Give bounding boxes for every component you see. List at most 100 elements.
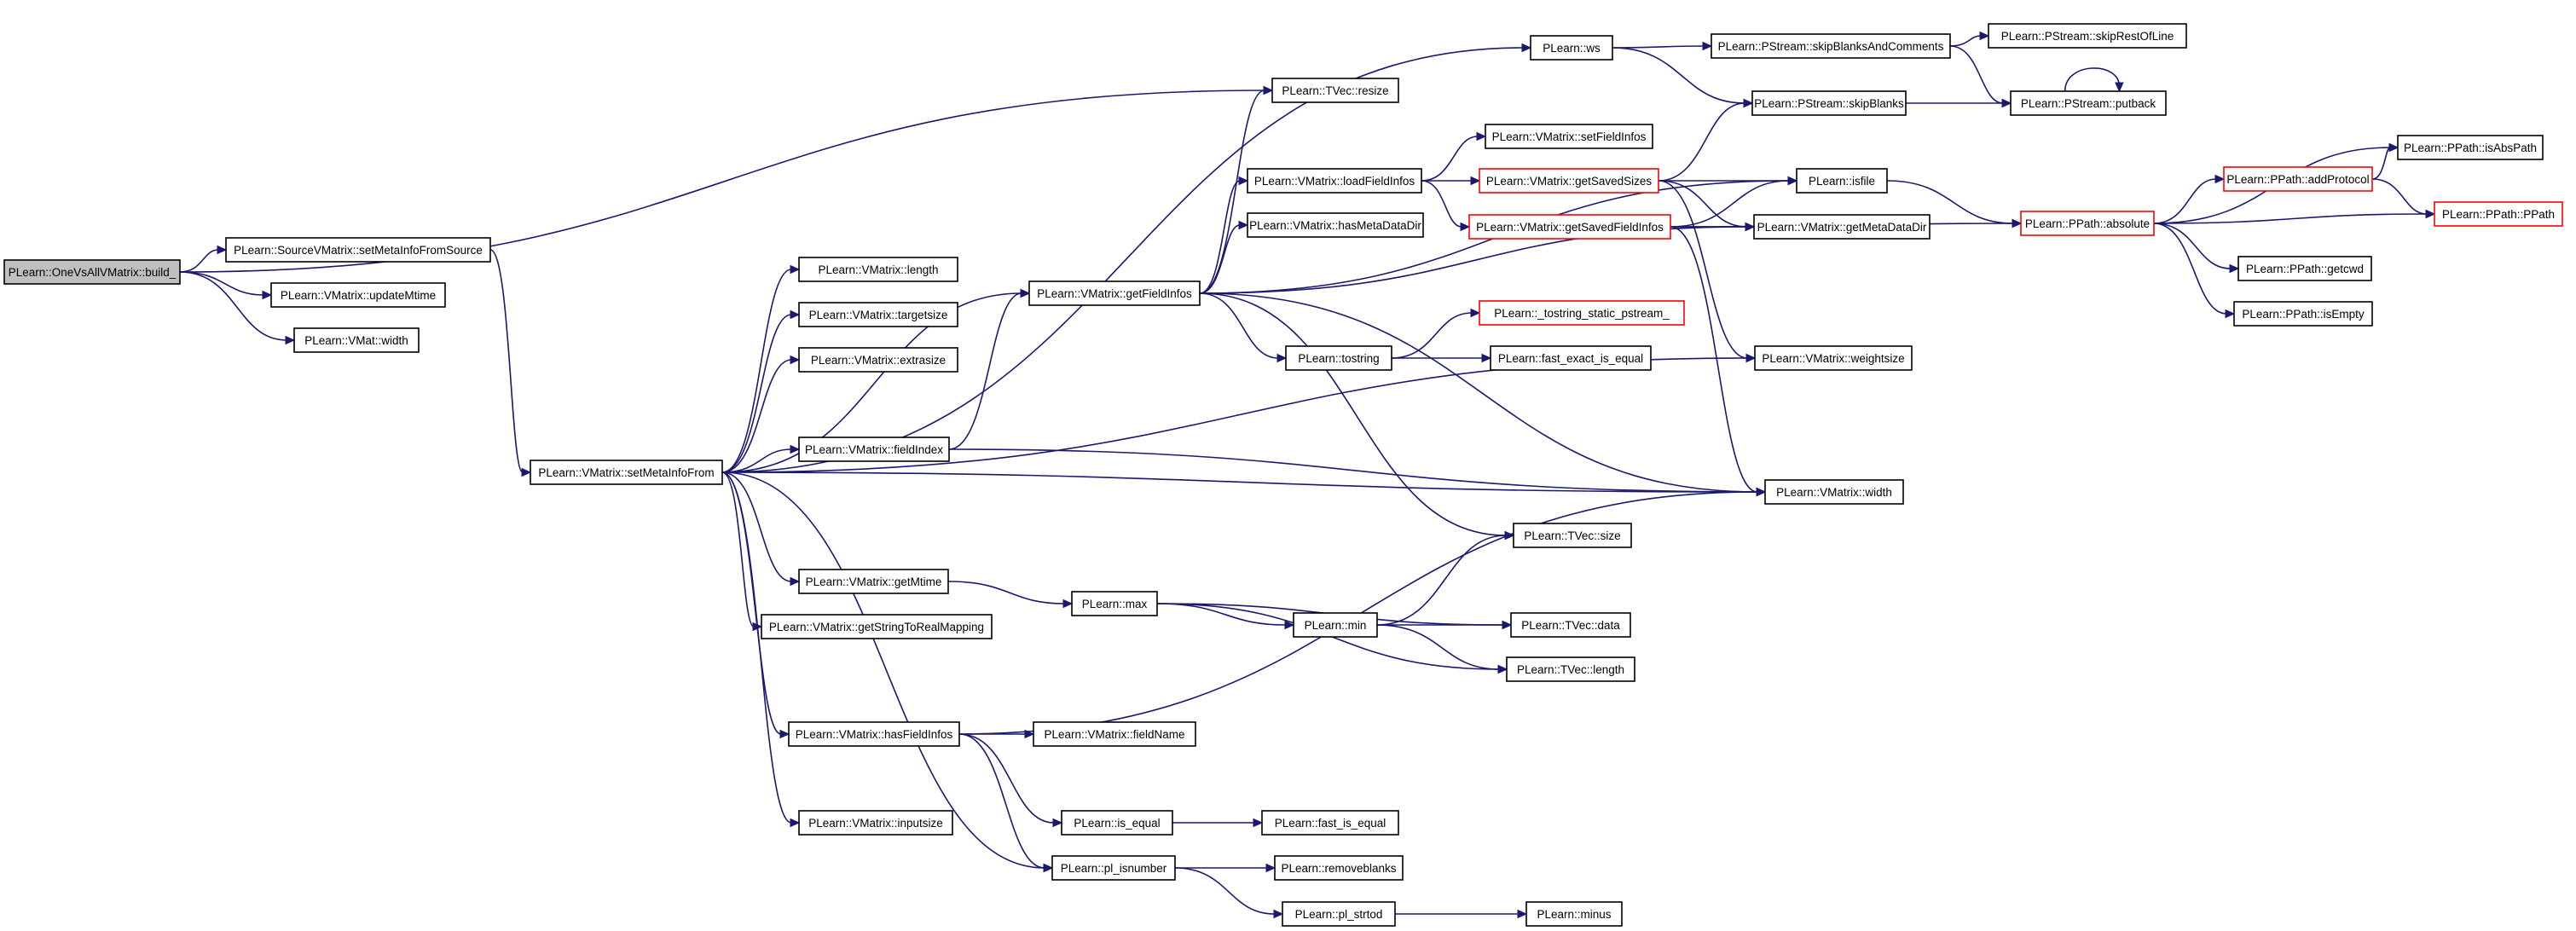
node-getcwd[interactable]: PLearn::PPath::getcwd xyxy=(2237,256,2372,281)
node-getMetaDataDir[interactable]: PLearn::VMatrix::getMetaDataDir xyxy=(1753,214,1931,240)
node-label: PLearn::fast_is_equal xyxy=(1275,817,1386,830)
node-label: PLearn::VMatrix::length xyxy=(818,263,938,276)
edge-root-to-vmat_width xyxy=(179,271,296,345)
node-inputsize[interactable]: PLearn::VMatrix::inputsize xyxy=(798,810,953,836)
node-weightsize[interactable]: PLearn::VMatrix::weightsize xyxy=(1754,345,1913,371)
arrowhead xyxy=(1276,353,1288,363)
node-box xyxy=(1796,168,1888,194)
edge-line xyxy=(948,448,1758,493)
edge-root-to-updateMtime xyxy=(179,271,273,300)
node-label: PLearn::TVec::data xyxy=(1521,619,1620,632)
arrowhead xyxy=(1253,818,1264,828)
node-label: PLearn::PStream::putback xyxy=(2021,97,2156,110)
node-getFieldInfos[interactable]: PLearn::VMatrix::getFieldInfos xyxy=(1028,280,1201,306)
edge-getSavedFieldInfos-to-vmatrix_width xyxy=(1670,226,1767,497)
node-pl_isnumber[interactable]: PLearn::pl_isnumber xyxy=(1051,855,1176,881)
node-box xyxy=(1468,214,1671,240)
node-min[interactable]: PLearn::min xyxy=(1293,612,1378,638)
node-vmat_width[interactable]: PLearn::VMat::width xyxy=(293,327,420,353)
node-tostring_static[interactable]: PLearn::_tostring_static_pstream_ xyxy=(1479,300,1685,326)
node-tvec_data[interactable]: PLearn::TVec::data xyxy=(1510,612,1631,638)
node-ws[interactable]: PLearn::ws xyxy=(1530,35,1613,61)
node-box xyxy=(225,237,491,263)
edge-getFieldInfos-to-tostring xyxy=(1199,292,1288,363)
node-hasFieldInfos[interactable]: PLearn::VMatrix::hasFieldInfos xyxy=(788,721,960,747)
node-label: PLearn::VMatrix::inputsize xyxy=(808,817,943,830)
edge-loadFieldInfos-to-getSavedSizes xyxy=(1421,176,1481,186)
node-targetsize[interactable]: PLearn::VMatrix::targetsize xyxy=(798,302,958,327)
edge-pl_strtod-to-minus xyxy=(1395,909,1528,919)
node-getStringToRealMapping[interactable]: PLearn::VMatrix::getStringToRealMapping xyxy=(761,614,993,639)
node-loadFieldInfos[interactable]: PLearn::VMatrix::loadFieldInfos xyxy=(1247,168,1422,194)
edge-getSavedSizes-to-weightsize xyxy=(1658,180,1757,363)
arrowhead xyxy=(1517,909,1528,919)
node-skipBlanksAndComments[interactable]: PLearn::PStream::skipBlanksAndComments xyxy=(1711,33,1951,59)
node-skipBlanks[interactable]: PLearn::PStream::skipBlanks xyxy=(1751,90,1907,116)
node-is_equal[interactable]: PLearn::is_equal xyxy=(1061,810,1173,836)
node-isEmpty[interactable]: PLearn::PPath::isEmpty xyxy=(2233,301,2373,327)
node-minus[interactable]: PLearn::minus xyxy=(1525,901,1623,927)
node-getMtime[interactable]: PLearn::VMatrix::getMtime xyxy=(798,569,949,594)
node-vmatrix_width[interactable]: PLearn::VMatrix::width xyxy=(1764,479,1904,505)
node-getSavedSizes[interactable]: PLearn::VMatrix::getSavedSizes xyxy=(1479,168,1659,194)
edge-setMetaInfoFrom-to-targetsize xyxy=(721,309,801,473)
edge-line xyxy=(1376,535,1507,626)
node-fast_exact_is_equal[interactable]: PLearn::fast_exact_is_equal xyxy=(1490,345,1652,371)
node-label: PLearn::PStream::skipBlanks xyxy=(1754,97,1904,110)
node-length[interactable]: PLearn::VMatrix::length xyxy=(798,257,958,282)
node-box xyxy=(788,721,960,747)
node-isfile[interactable]: PLearn::isfile xyxy=(1796,168,1888,194)
node-extrasize[interactable]: PLearn::VMatrix::extrasize xyxy=(798,347,958,373)
node-label: PLearn::VMatrix::setFieldInfos xyxy=(1492,130,1647,143)
node-fieldName[interactable]: PLearn::VMatrix::fieldName xyxy=(1033,721,1196,747)
node-hasMetaDataDir[interactable]: PLearn::VMatrix::hasMetaDataDir xyxy=(1247,212,1424,238)
node-ppath[interactable]: PLearn::PPath::PPath xyxy=(2434,201,2563,227)
arrowhead xyxy=(1238,176,1249,186)
node-fast_is_equal[interactable]: PLearn::fast_is_equal xyxy=(1261,810,1399,836)
edge-line xyxy=(1199,292,1507,536)
node-tvec_resize[interactable]: PLearn::TVec::resize xyxy=(1271,78,1399,103)
node-box xyxy=(1274,855,1404,881)
node-removeblanks[interactable]: PLearn::removeblanks xyxy=(1274,855,1404,881)
node-svm_setmeta[interactable]: PLearn::SourceVMatrix::setMetaInfoFromSo… xyxy=(225,237,491,263)
node-addProtocol[interactable]: PLearn::PPath::addProtocol xyxy=(2223,166,2373,192)
arrowhead xyxy=(262,290,273,300)
arrowhead xyxy=(1265,863,1276,873)
node-setMetaInfoFrom[interactable]: PLearn::VMatrix::setMetaInfoFrom xyxy=(530,460,723,485)
node-tostring[interactable]: PLearn::tostring xyxy=(1285,345,1392,371)
node-updateMtime[interactable]: PLearn::VMatrix::updateMtime xyxy=(270,282,446,308)
node-label: PLearn::PPath::addProtocol xyxy=(2226,173,2369,186)
node-getSavedFieldInfos[interactable]: PLearn::VMatrix::getSavedFieldInfos xyxy=(1468,214,1671,240)
node-fieldIndex[interactable]: PLearn::VMatrix::fieldIndex xyxy=(798,437,950,462)
edge-line xyxy=(721,471,1758,493)
edge-ws-to-skipBlanksAndComments xyxy=(1612,41,1713,51)
node-max[interactable]: PLearn::max xyxy=(1071,591,1158,616)
arrowhead xyxy=(790,355,801,365)
edge-svm_setmeta-to-setMetaInfoFrom xyxy=(489,249,532,477)
node-box xyxy=(2233,301,2373,327)
node-label: PLearn::PStream::skipRestOfLine xyxy=(2001,30,2174,43)
node-tvec_length[interactable]: PLearn::TVec::length xyxy=(1506,656,1635,682)
arrowhead xyxy=(2012,218,2023,228)
node-skipRestOfLine[interactable]: PLearn::PStream::skipRestOfLine xyxy=(1988,23,2187,49)
node-label: PLearn::VMatrix::getMetaDataDir xyxy=(1757,221,1927,234)
edge-pl_isnumber-to-pl_strtod xyxy=(1174,867,1284,919)
node-box xyxy=(1479,168,1659,194)
edge-getSavedSizes-to-skipBlanks xyxy=(1658,98,1754,182)
node-box xyxy=(1485,124,1653,149)
node-root[interactable]: PLearn::OneVsAllVMatrix::build_ xyxy=(3,259,181,285)
edge-line xyxy=(2371,147,2391,180)
node-absolute[interactable]: PLearn::PPath::absolute xyxy=(2020,211,2155,236)
node-tvec_size[interactable]: PLearn::TVec::size xyxy=(1513,523,1632,548)
node-label: PLearn::ws xyxy=(1543,42,1601,55)
node-box xyxy=(1988,23,2187,49)
node-box xyxy=(1061,810,1173,836)
node-pl_strtod[interactable]: PLearn::pl_strtod xyxy=(1282,901,1396,927)
node-box xyxy=(798,569,949,594)
node-putback[interactable]: PLearn::PStream::putback xyxy=(2010,90,2167,116)
edge-line xyxy=(721,471,782,735)
node-setFieldInfos[interactable]: PLearn::VMatrix::setFieldInfos xyxy=(1485,124,1653,149)
node-isAbsPath[interactable]: PLearn::PPath::isAbsPath xyxy=(2397,135,2544,160)
node-label: PLearn::VMatrix::updateMtime xyxy=(281,289,436,302)
edge-line xyxy=(179,271,287,341)
